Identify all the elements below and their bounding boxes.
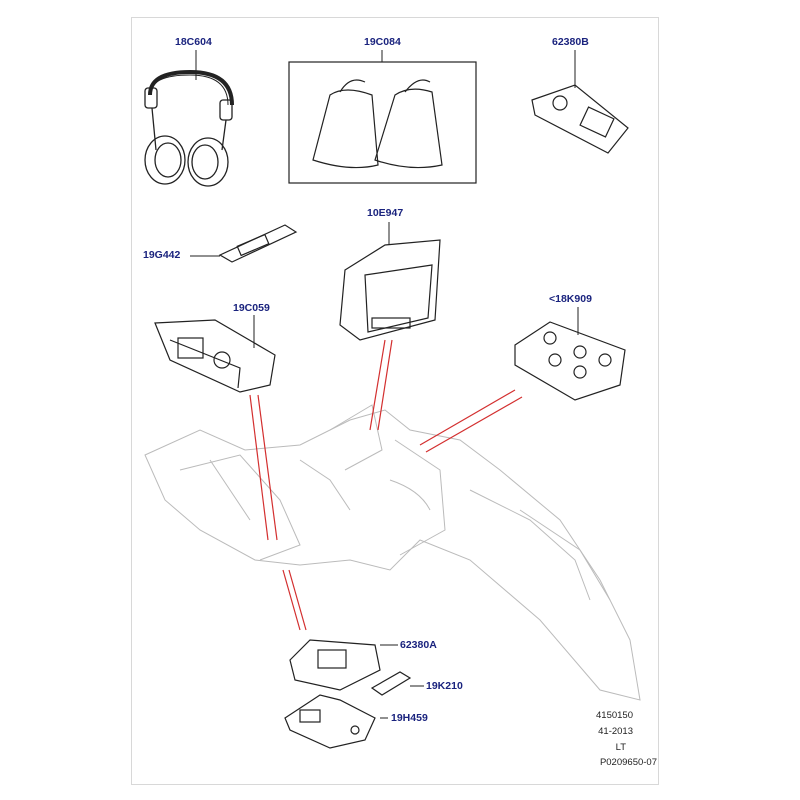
vehicle-interior-outline — [144, 404, 641, 701]
switch-panel-illustration — [154, 315, 276, 393]
part-label-battery-cover: 19K210 — [426, 680, 463, 692]
part-label-cover-trim: 19G442 — [143, 249, 181, 261]
footer-region: LT — [615, 742, 626, 753]
mounting-bracket-illustration — [284, 694, 388, 749]
part-label-dvd-screen: 10E947 — [367, 207, 404, 219]
part-label-control-module: <18K909 — [549, 293, 592, 305]
footer-illustration-id: P0209650-07 — [599, 757, 657, 768]
part-label-media-unit: 62380A — [400, 639, 437, 651]
cover-trim-illustration — [190, 224, 298, 263]
storage-bags-illustration — [288, 50, 477, 184]
part-label-mounting-bracket: 19H459 — [391, 712, 428, 724]
battery-cover-illustration — [370, 671, 424, 696]
callout-leader-lines — [249, 339, 523, 631]
footer-code: 4150150 — [596, 710, 633, 721]
dvd-screen-illustration — [339, 222, 441, 341]
headphones-illustration — [144, 50, 234, 187]
part-label-switch-panel: 19C059 — [233, 302, 270, 314]
part-label-headphones: 18C604 — [175, 36, 212, 48]
diagram-frame — [131, 17, 659, 785]
footer-date: 41-2013 — [598, 726, 633, 737]
media-unit-illustration — [289, 639, 398, 691]
remote-control-illustration — [531, 50, 629, 154]
control-module-illustration — [514, 307, 626, 401]
part-label-storage-bags: 19C084 — [364, 36, 401, 48]
part-label-remote-control: 62380B — [552, 36, 589, 48]
